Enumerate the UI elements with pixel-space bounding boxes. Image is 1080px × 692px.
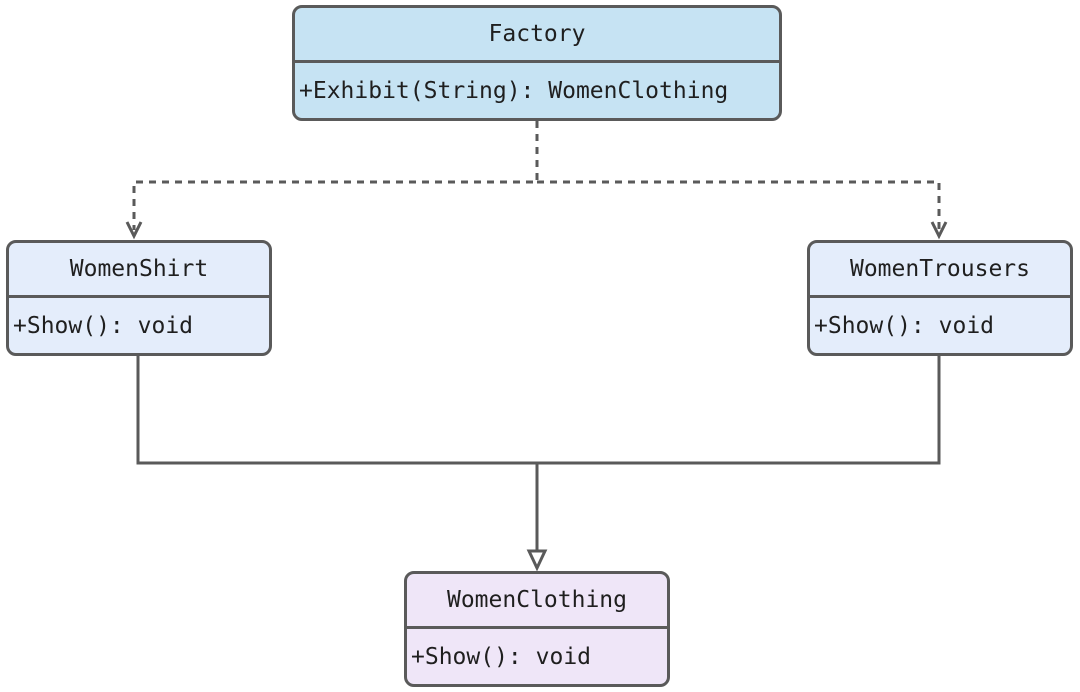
class-method: +Show(): void [814,312,995,339]
class-name: Factory [295,8,779,63]
class-name: WomenTrousers [810,243,1070,298]
open-arrowhead-icon [930,221,948,240]
class-name: WomenClothing [407,574,667,629]
hollow-triangle-arrowhead-icon [526,549,548,572]
class-women-trousers: WomenTrousers +Show(): void [807,240,1073,356]
class-women-shirt: WomenShirt +Show(): void [6,240,272,356]
class-method: +Show(): void [411,643,592,670]
class-factory: Factory +Exhibit(String): WomenClothing [292,5,782,121]
dependency-factory-to-shirt [125,121,539,240]
class-method: +Show(): void [13,312,194,339]
generalization-shirt-trousers-to-clothing [136,356,941,572]
open-arrowhead-icon [125,221,143,240]
dependency-factory-to-trousers [537,180,948,240]
class-method: +Exhibit(String): WomenClothing [299,77,729,104]
class-women-clothing: WomenClothing +Show(): void [404,571,670,687]
class-name: WomenShirt [9,243,269,298]
